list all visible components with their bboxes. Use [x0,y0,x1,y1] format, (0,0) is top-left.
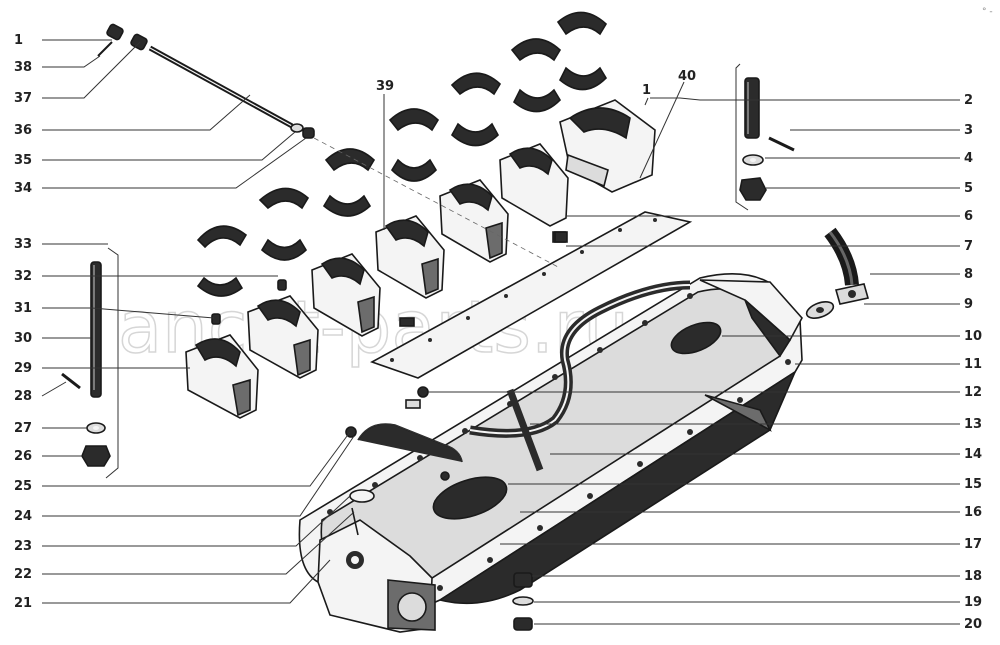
callout-9: 9 [964,297,973,312]
callout-5: 5 [964,181,973,196]
callout-18: 18 [964,569,982,584]
callout-7: 7 [964,239,973,254]
callout-13: 13 [964,417,982,432]
callout-26: 26 [14,449,32,464]
left-stud [61,261,111,467]
callout-29: 29 [14,361,32,376]
callout-34: 34 [14,181,32,196]
callout-14: 14 [964,447,982,462]
oil-pan [298,273,803,633]
callout-20: 20 [964,617,982,632]
callout-15: 15 [964,477,982,492]
callout-22: 22 [14,567,32,582]
callout-6: 6 [964,209,973,224]
callout-12: 12 [964,385,982,400]
callout-28: 28 [14,389,32,404]
leader-lines [41,39,960,625]
corner-mark: ° - [982,7,993,17]
callout-37: 37 [14,91,32,106]
callout-labels: 1 38 37 36 35 34 33 32 31 30 29 28 27 26… [14,33,982,632]
callout-23: 23 [14,539,32,554]
long-stud [97,23,561,269]
callout-21: 21 [14,596,32,611]
oil-pipe [805,227,870,319]
callout-38: 38 [14,60,32,75]
callout-10: 10 [964,329,982,344]
main-bearing-caps [185,99,656,419]
callout-31: 31 [14,301,32,316]
callout-36: 36 [14,123,32,138]
callout-40: 40 [678,69,696,84]
callout-27: 27 [14,421,32,436]
callout-16: 16 [964,505,982,520]
callout-1-top: 1 [642,83,651,98]
callout-2: 2 [964,93,973,108]
callout-11: 11 [964,357,982,372]
callout-17: 17 [964,537,982,552]
callout-25: 25 [14,479,32,494]
callout-3: 3 [964,123,973,138]
callout-30: 30 [14,331,32,346]
callout-24: 24 [14,509,32,524]
callout-1-left: 1 [14,33,23,48]
callout-32: 32 [14,269,32,284]
bracket-lines [105,63,749,479]
bearing-shells [196,11,608,325]
callout-19: 19 [964,595,982,610]
callout-35: 35 [14,153,32,168]
callout-8: 8 [964,267,973,282]
callout-39: 39 [376,79,394,94]
callout-33: 33 [14,237,32,252]
right-stud [739,77,795,201]
callout-4: 4 [964,151,973,166]
